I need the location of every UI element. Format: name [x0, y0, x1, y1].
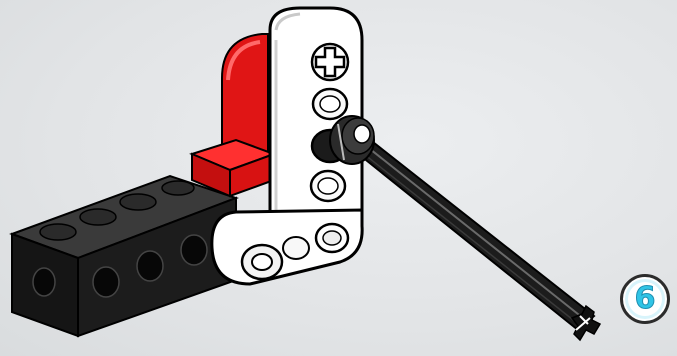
black-technic-brick [12, 176, 236, 336]
bush [330, 116, 374, 164]
step-number-badge: 6 [620, 274, 670, 324]
red-plate-bracket [192, 34, 274, 196]
step-number: 6 [635, 284, 656, 314]
cross-hole [312, 44, 348, 80]
black-axle [336, 124, 600, 340]
